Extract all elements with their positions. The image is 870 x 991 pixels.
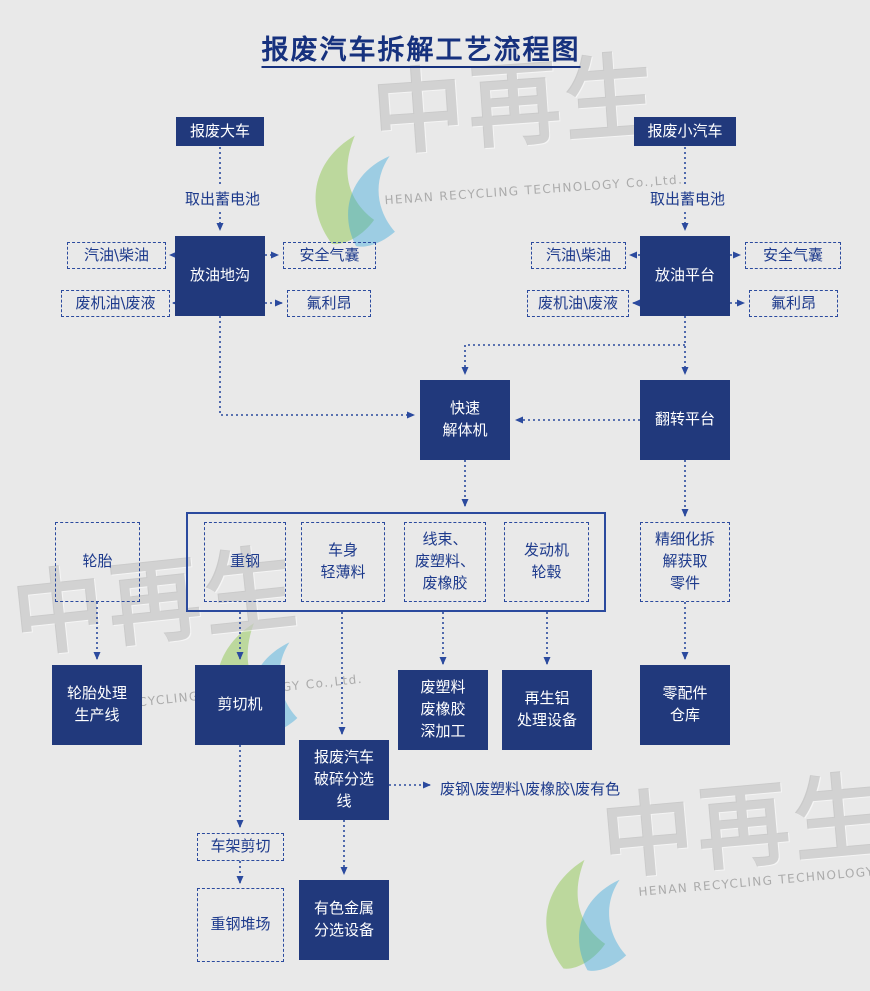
- node-gasoline-diesel-left: 汽油\柴油: [67, 242, 166, 269]
- node-flip-platform: 翻转平台: [640, 380, 730, 460]
- node-scrap-truck: 报废大车: [176, 117, 264, 146]
- label-remove-battery-left: 取出蓄电池: [182, 187, 264, 210]
- label-remove-battery-right: 取出蓄电池: [647, 187, 729, 210]
- node-heavy-steel: 重钢: [204, 522, 286, 602]
- node-nonferrous-sorting-equipment: 有色金属 分选设备: [299, 880, 389, 960]
- node-engine-hub: 发动机 轮毂: [504, 522, 589, 602]
- node-freon-right: 氟利昂: [749, 290, 838, 317]
- node-gasoline-diesel-right: 汽油\柴油: [531, 242, 626, 269]
- label-crushing-output: 废钢\废塑料\废橡胶\废有色: [440, 780, 621, 798]
- page-title: 报废汽车拆解工艺流程图: [261, 35, 581, 66]
- node-parts-warehouse: 零配件 仓库: [640, 665, 730, 745]
- node-fast-dismantler: 快速 解体机: [420, 380, 510, 460]
- node-tire-processing-line: 轮胎处理 生产线: [52, 665, 142, 745]
- node-fine-dismantle-parts: 精细化拆 解获取 零件: [640, 522, 730, 602]
- node-tire: 轮胎: [55, 522, 140, 602]
- recycling-leaf-logo-icon: [546, 859, 627, 971]
- node-recycled-aluminum-equipment: 再生铝 处理设备: [502, 670, 592, 750]
- node-body-light-material: 车身 轻薄料: [301, 522, 385, 602]
- arrow-platform-to-fast-dismantler: [461, 344, 685, 375]
- node-freon-left: 氟利昂: [287, 290, 371, 317]
- node-airbag-left: 安全气囊: [283, 242, 376, 269]
- watermark-subtitle: HENAN RECYCLING TECHNOLOGY Co.,Ltd.: [637, 859, 870, 899]
- node-shearing-machine: 剪切机: [195, 665, 285, 745]
- node-harness-plastic-rubber: 线束、 废塑料、 废橡胶: [404, 522, 486, 602]
- node-scrap-small-car: 报废小汽车: [634, 117, 736, 146]
- recycling-leaf-logo-icon: [315, 135, 395, 247]
- node-waste-oil-right: 废机油\废液: [527, 290, 629, 317]
- node-crushing-sorting-line: 报废汽车 破碎分选 线: [299, 740, 389, 820]
- watermark-subtitle: HENAN RECYCLING TECHNOLOGY Co.,Ltd.: [384, 172, 684, 208]
- node-oil-drain-platform: 放油平台: [640, 236, 730, 316]
- node-airbag-right: 安全气囊: [745, 242, 841, 269]
- node-waste-oil-left: 废机油\废液: [61, 290, 170, 317]
- dismantle-output-group: [186, 512, 606, 612]
- node-heavy-steel-yard: 重钢堆场: [197, 888, 284, 962]
- watermark-brand: 中再生: [597, 761, 870, 893]
- arrow-pit-to-fast-dismantler: [219, 316, 415, 419]
- node-frame-shearing: 车架剪切: [197, 833, 284, 861]
- node-plastic-rubber-processing: 废塑料 废橡胶 深加工: [398, 670, 488, 750]
- watermark-top: 中再生 HENAN RECYCLING TECHNOLOGY Co.,Ltd.: [291, 42, 684, 273]
- node-oil-drain-pit: 放油地沟: [175, 236, 265, 316]
